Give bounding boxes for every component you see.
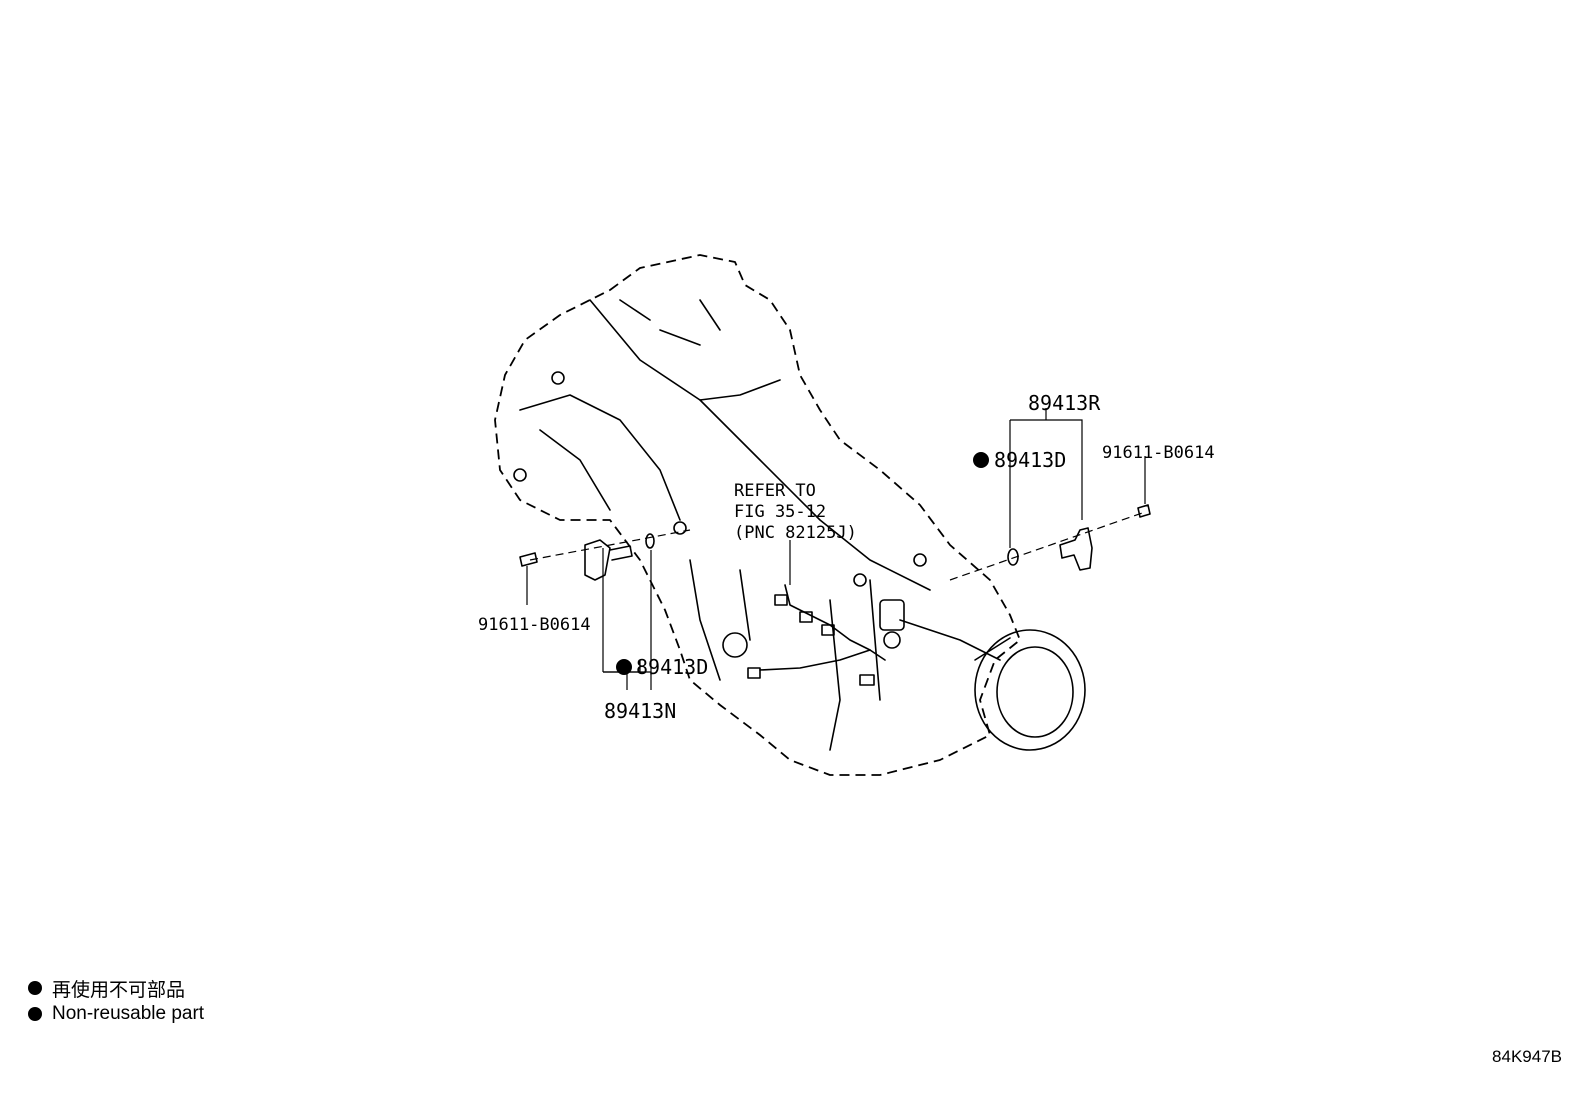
refer-line-1: REFER TO (734, 481, 816, 501)
wiring-harness (747, 584, 905, 686)
legend-row-english: Non-reusable part (28, 1001, 204, 1027)
refer-line-3: (PNC 82125J) (734, 523, 857, 543)
bolt-right-label: 91611-B0614 (1102, 443, 1215, 463)
sensor-right-label: 89413R (1028, 391, 1101, 415)
legend-japanese-text: 再使用不可部品 (52, 979, 186, 1001)
refer-line-2: FIG 35-12 (734, 502, 826, 522)
right-speed-sensor (949, 504, 1151, 581)
oring-left-label: 89413D (636, 655, 708, 679)
sensor-left-label: 89413N (604, 699, 676, 723)
oring-left-marker (616, 659, 632, 675)
bullet-icon (28, 1007, 42, 1021)
legend: 再使用不可部品 Non-reusable part (28, 975, 204, 1027)
oring-right-label: 89413D (994, 448, 1066, 472)
legend-english-text: Non-reusable part (52, 1003, 205, 1024)
left-speed-sensor (519, 521, 691, 581)
bolt-left-label: 91611-B0614 (478, 615, 591, 635)
bullet-icon (28, 981, 42, 995)
oring-right-marker (973, 452, 989, 468)
leader-lines (526, 408, 1146, 690)
legend-row-japanese: 再使用不可部品 (28, 975, 204, 1001)
figure-code: 84K947B (1492, 1047, 1562, 1066)
